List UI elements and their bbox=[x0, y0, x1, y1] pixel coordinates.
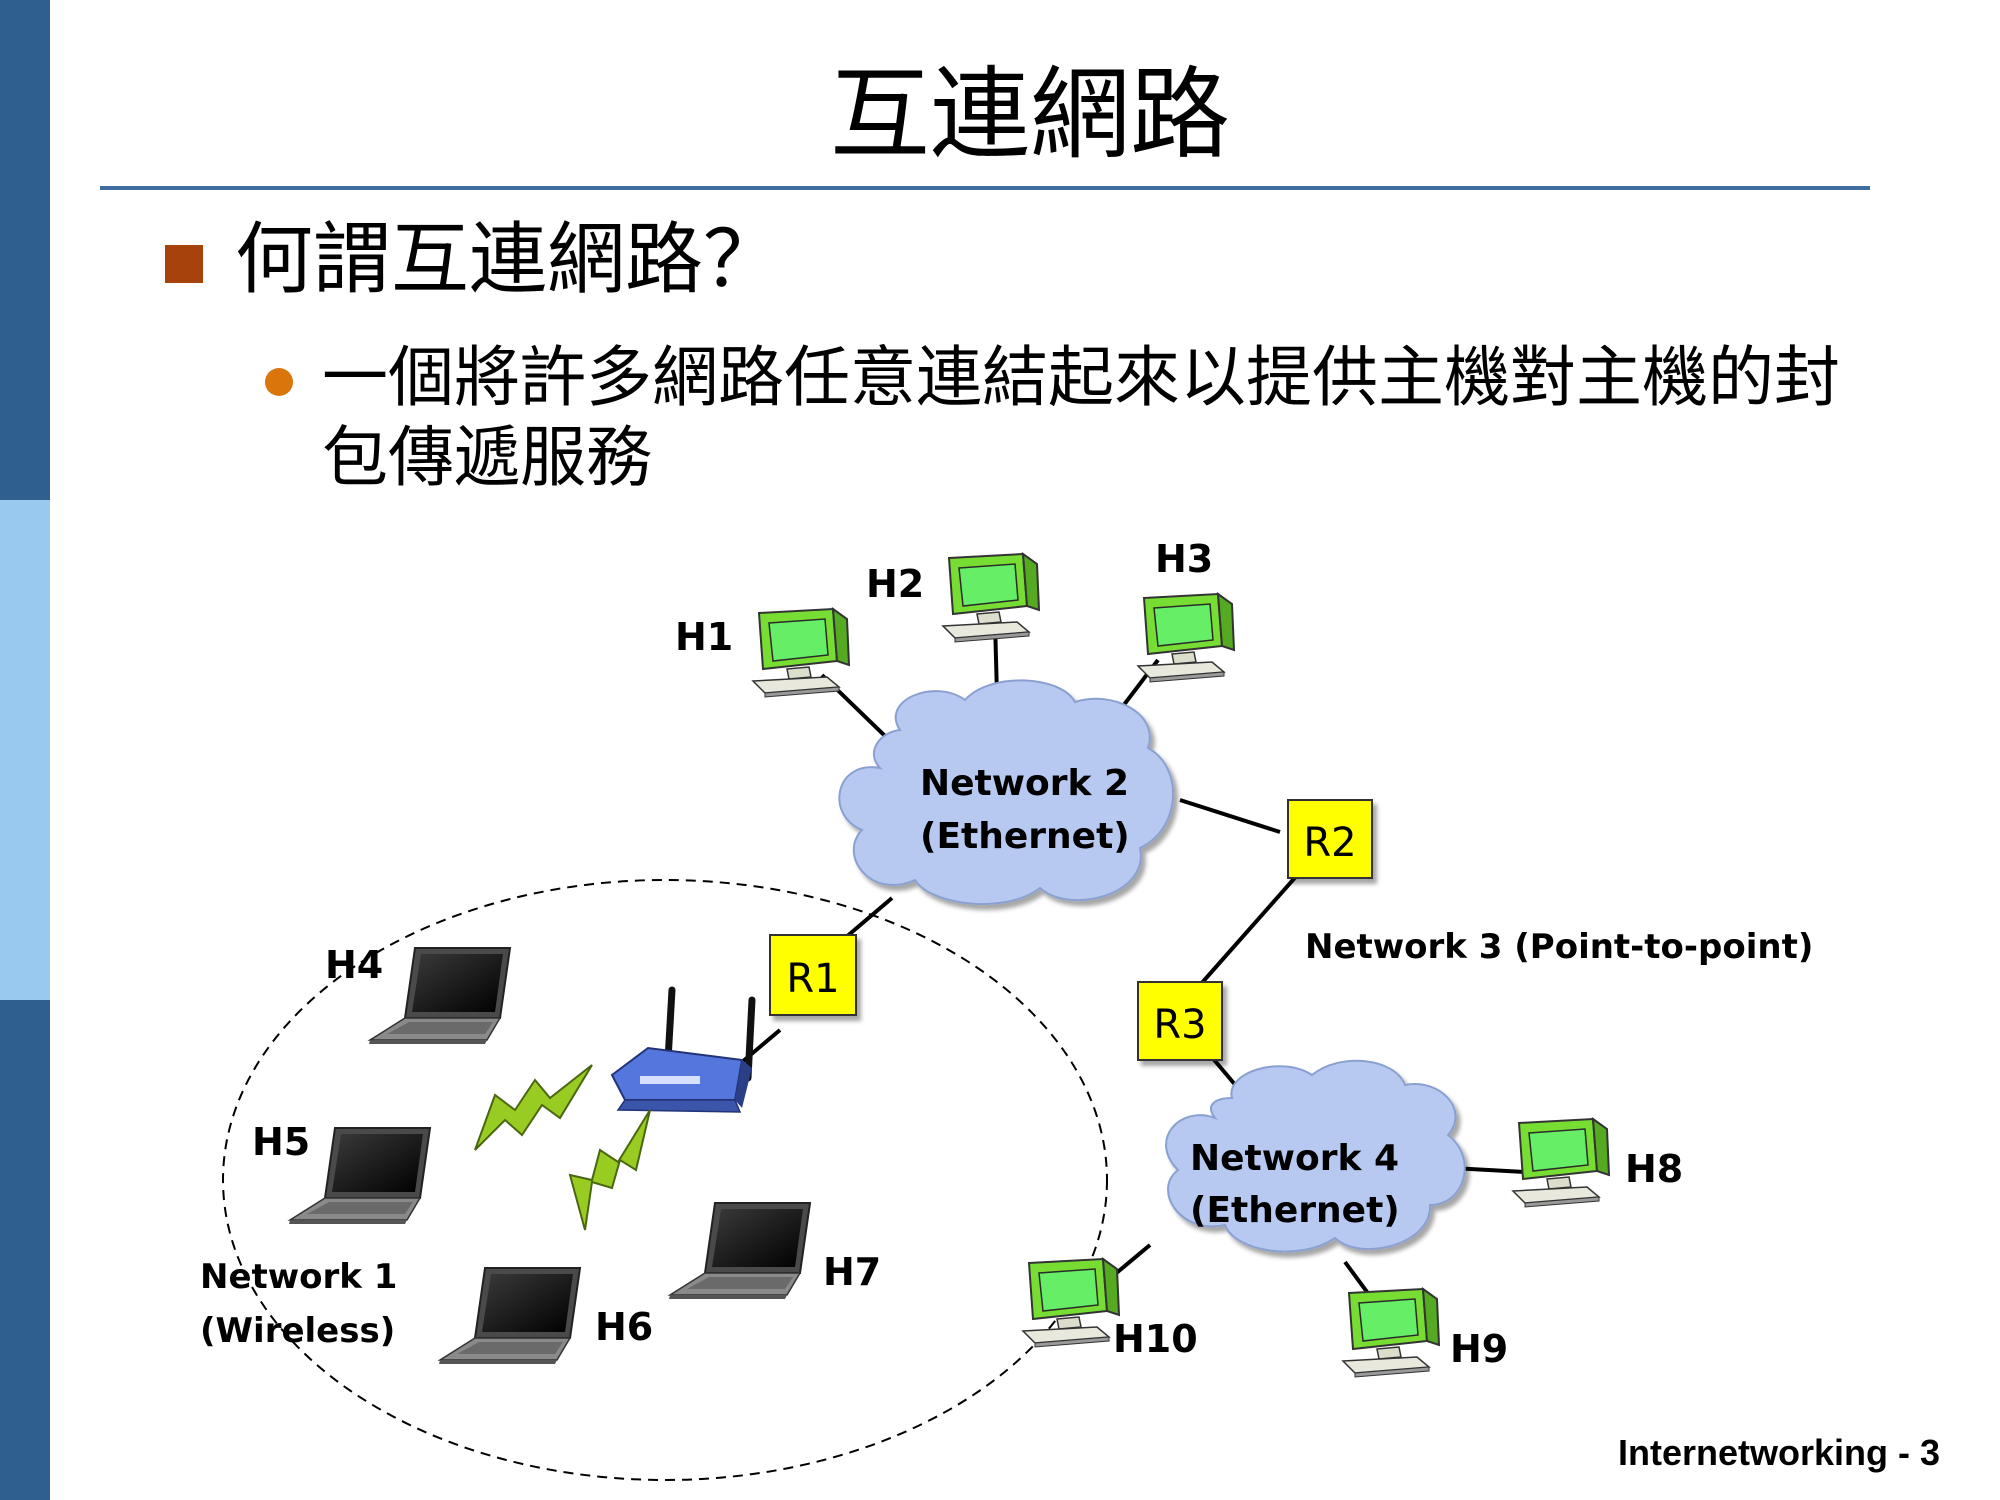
bullet-heading: 何謂互連網路？ bbox=[235, 215, 782, 305]
router-label-r3: R3 bbox=[1153, 1002, 1206, 1048]
host-label-h2: H2 bbox=[866, 562, 924, 606]
host-label-h3: H3 bbox=[1155, 537, 1213, 581]
wireless-network-boundary bbox=[222, 879, 1108, 1481]
wireless-router-icon bbox=[610, 986, 756, 1113]
desktop-computer-icon bbox=[752, 608, 850, 698]
desktop-computer-icon bbox=[1137, 593, 1235, 683]
title-divider bbox=[100, 186, 1870, 190]
host-label-h7: H7 bbox=[823, 1250, 881, 1294]
host-label-h9: H9 bbox=[1450, 1327, 1508, 1371]
sidebar-segment-middle bbox=[0, 500, 50, 1000]
host-label-h8: H8 bbox=[1625, 1147, 1683, 1191]
network3-label: Network 3 (Point-to-point) bbox=[1305, 927, 1813, 967]
sidebar-segment-bottom bbox=[0, 1000, 50, 1500]
host-label-h6: H6 bbox=[595, 1305, 653, 1349]
round-bullet-icon bbox=[265, 368, 293, 396]
router-label-r1: R1 bbox=[786, 956, 839, 1002]
router-r3 bbox=[1137, 981, 1223, 1061]
desktop-computer-icon bbox=[1342, 1288, 1440, 1378]
cloud-icon bbox=[838, 679, 1175, 905]
lightning-icon bbox=[568, 1109, 651, 1231]
network1-label-line1: Network 1 bbox=[200, 1257, 397, 1297]
network2-label-line2: (Ethernet) bbox=[920, 816, 1130, 857]
network1-label-line2: (Wireless) bbox=[200, 1311, 395, 1351]
network2-label-line1: Network 2 bbox=[920, 763, 1129, 804]
router-r2 bbox=[1287, 799, 1373, 879]
network4-label-line1: Network 4 bbox=[1190, 1138, 1399, 1179]
host-label-h1: H1 bbox=[675, 615, 733, 659]
laptop-icon bbox=[368, 947, 511, 1045]
router-label-r2: R2 bbox=[1303, 820, 1356, 866]
network4-label-line2: (Ethernet) bbox=[1190, 1190, 1400, 1231]
host-label-h10: H10 bbox=[1113, 1317, 1198, 1361]
desktop-computer-icon bbox=[1022, 1258, 1120, 1348]
laptop-icon bbox=[438, 1267, 581, 1365]
slide-title: 互連網路 bbox=[830, 56, 1230, 173]
bullet-text: 一個將許多網路任意連結起來以提供主機對主機的封包傳遞服務 bbox=[322, 339, 1840, 496]
lightning-icon bbox=[474, 1064, 593, 1151]
slide-footer: Internetworking - 3 bbox=[1617, 1432, 1940, 1473]
desktop-computer-icon bbox=[1512, 1118, 1610, 1208]
router-r1 bbox=[769, 934, 857, 1016]
link-r2-r3 bbox=[1198, 870, 1302, 987]
link-network2-r1 bbox=[843, 896, 894, 940]
host-label-h5: H5 bbox=[252, 1120, 310, 1164]
sidebar bbox=[0, 0, 50, 1500]
host-label-h4: H4 bbox=[325, 943, 383, 987]
link-network2-r2 bbox=[1179, 798, 1281, 834]
square-bullet-icon bbox=[165, 245, 203, 283]
laptop-icon bbox=[668, 1202, 811, 1300]
cloud-icon bbox=[1165, 1059, 1466, 1253]
desktop-computer-icon bbox=[942, 553, 1040, 643]
sidebar-segment-top bbox=[0, 0, 50, 500]
